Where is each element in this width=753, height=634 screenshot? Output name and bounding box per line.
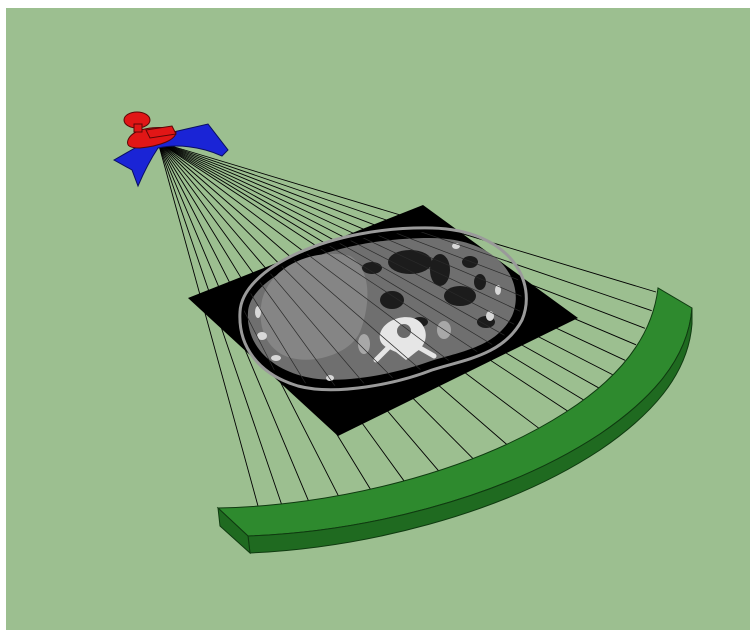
source-neck — [134, 124, 142, 132]
kidney — [358, 334, 370, 354]
